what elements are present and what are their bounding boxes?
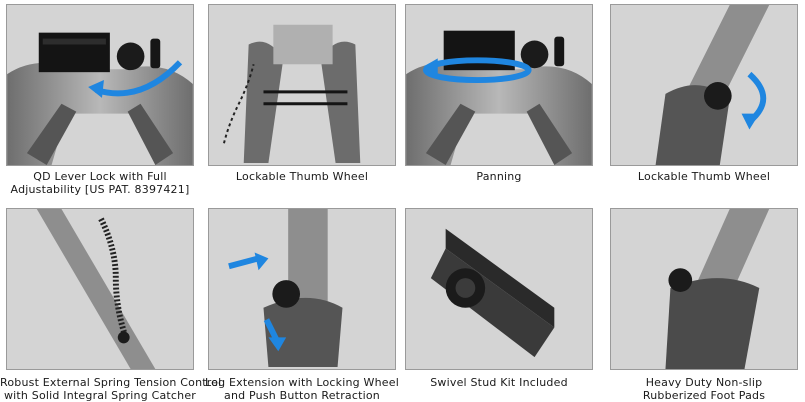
caption-lockable-thumb-wheel-2: Lockable Thumb Wheel	[637, 170, 771, 183]
spring-leg-image	[36, 209, 156, 369]
bipod-head	[273, 24, 333, 65]
left-leg	[26, 103, 77, 165]
panel-foot-pads	[610, 208, 798, 370]
panel-panning	[405, 4, 593, 166]
thumb-wheel	[704, 82, 732, 110]
leg-extension-image	[228, 209, 343, 368]
right-leg	[127, 103, 174, 165]
panel-external-spring	[6, 208, 194, 370]
panning-arrow-icon	[422, 57, 532, 84]
caption-swivel-stud: Swivel Stud Kit Included	[430, 376, 568, 389]
caption-panning: Panning	[476, 170, 522, 183]
push-arrow-icon	[228, 255, 260, 270]
bipod-top-image	[7, 32, 193, 165]
leg-sleeve	[263, 297, 343, 368]
panel-leg-extension	[208, 208, 396, 370]
panel-lockable-thumb-wheel-2	[610, 4, 798, 166]
caption-external-spring: Robust External Spring Tension Control w…	[0, 376, 222, 402]
foot-pad-image	[665, 209, 770, 369]
spring-bars	[263, 90, 348, 106]
caption-qd-lever-lock: QD Lever Lock with Full Adjustability [U…	[10, 170, 190, 196]
caption-lockable-thumb-wheel-1: Lockable Thumb Wheel	[235, 170, 369, 183]
left-leg	[243, 41, 284, 164]
qd-lever-knob	[520, 40, 549, 69]
leg-tube	[690, 209, 770, 298]
locking-wheel	[272, 280, 301, 308]
leg-tube	[680, 5, 770, 104]
caption-foot-pads: Heavy Duty Non-slip Rubberized Foot Pads	[642, 376, 766, 402]
rotation-arrow-icon	[95, 60, 183, 97]
qd-lever-knob	[116, 42, 145, 71]
rail-adapter	[445, 228, 555, 328]
bipod-panning-image	[406, 30, 592, 165]
spring-catcher	[117, 331, 130, 344]
panel-lockable-thumb-wheel-1	[208, 4, 396, 166]
external-spring	[98, 217, 129, 339]
bipod-legs-image	[223, 24, 361, 164]
thumb-wheel-closeup-image	[655, 5, 770, 165]
panel-qd-lever-lock	[6, 4, 194, 166]
thumb-wheel	[668, 268, 693, 292]
panel-swivel-stud	[405, 208, 593, 370]
swivel-stud-image	[430, 228, 555, 358]
rubber-foot-pad	[665, 278, 760, 369]
spring-wire	[223, 64, 255, 144]
qd-lever	[150, 38, 161, 69]
caption-leg-extension: Leg Extension with Locking Wheel and Pus…	[205, 376, 399, 402]
leg-tube	[36, 209, 156, 369]
